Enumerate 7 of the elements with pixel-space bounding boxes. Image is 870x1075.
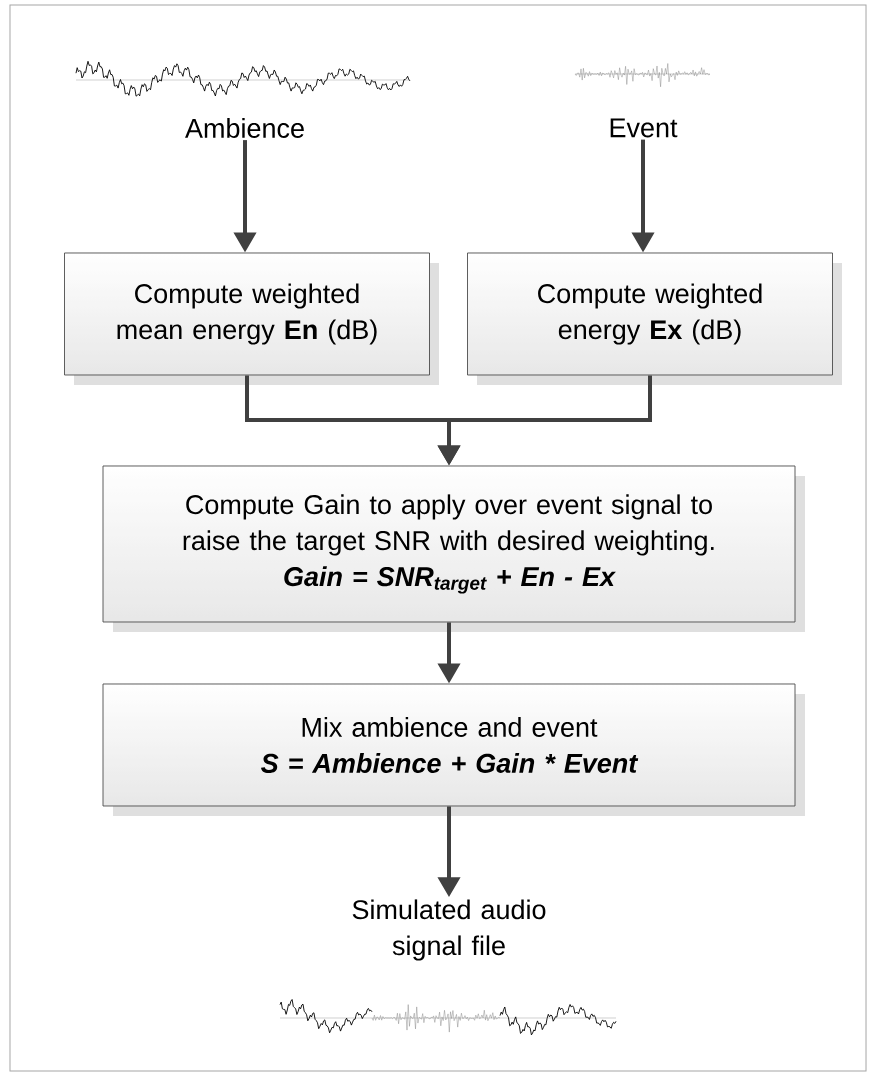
process-box: Mix ambience and event S = Ambience + Gain * Event [102,683,805,816]
signal-label: Event [610,118,678,138]
process-box: Compute weighted mean energy En (dB) [64,252,439,385]
process-box: Compute Gain to apply over event signal to raise the target SNR with desired weighting. Gain = SNR$_{target}$ + En - Ex [102,465,805,632]
signal-label: Ambience [185,118,304,138]
signal-label: Simulated audio signal file [352,899,546,961]
process-box: Compute weighted energy Ex (dB) [467,252,842,385]
